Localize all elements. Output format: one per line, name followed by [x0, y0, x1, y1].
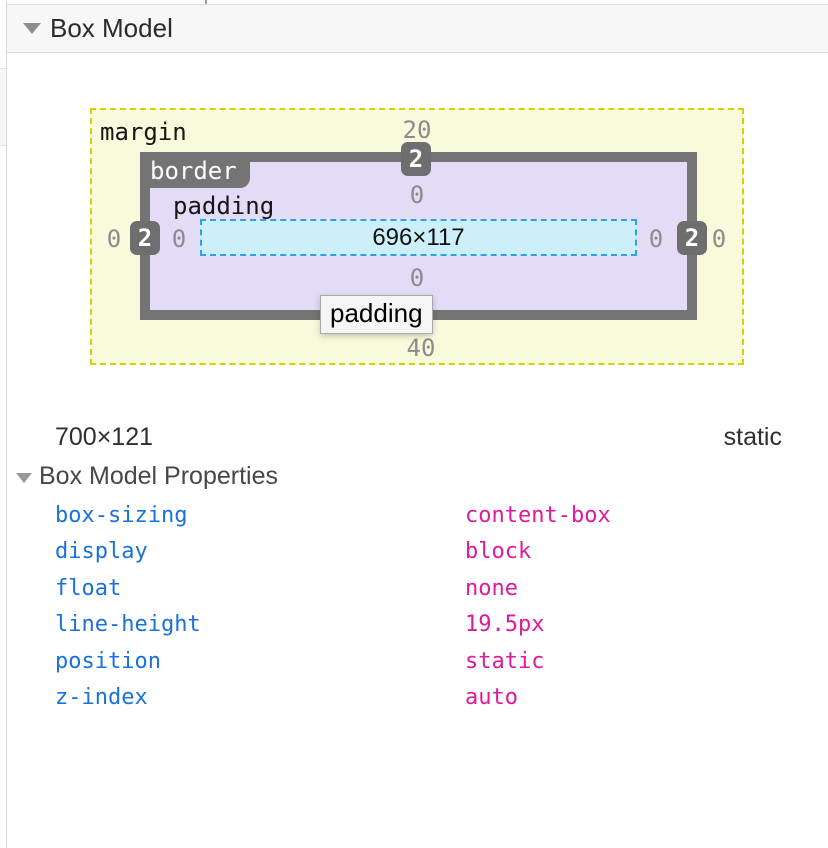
property-row[interactable]: position static — [55, 643, 785, 680]
properties-list: box-sizing content-box display block flo… — [55, 497, 785, 716]
node-position: static — [723, 423, 782, 451]
property-name: display — [55, 539, 148, 565]
property-row[interactable]: float none — [55, 570, 785, 607]
padding-bottom-value[interactable]: 0 — [409, 264, 425, 292]
property-value: static — [465, 648, 545, 674]
margin-left-value[interactable]: 0 — [106, 225, 122, 253]
property-value: block — [465, 539, 532, 565]
node-dimensions: 700×121 — [55, 423, 154, 451]
property-name: box-sizing — [55, 502, 188, 528]
property-value: none — [465, 575, 518, 601]
property-name: position — [55, 648, 161, 674]
content-region[interactable]: 696×117 — [200, 219, 637, 256]
property-name: line-height — [55, 612, 201, 638]
margin-top-value[interactable]: 20 — [402, 116, 432, 144]
property-row[interactable]: display block — [55, 534, 785, 571]
property-row[interactable]: z-index auto — [55, 680, 785, 717]
panel-left-divider — [6, 0, 7, 848]
margin-bottom-value[interactable]: 40 — [406, 334, 436, 362]
property-value: content-box — [465, 502, 611, 528]
property-name: float — [55, 575, 122, 601]
property-row[interactable]: line-height 19.5px — [55, 607, 785, 644]
hover-tooltip: padding — [320, 295, 433, 334]
chevron-down-icon[interactable] — [23, 23, 41, 34]
chevron-down-icon[interactable] — [16, 473, 32, 483]
padding-label: padding — [173, 192, 275, 220]
margin-right-value[interactable]: 0 — [711, 225, 727, 253]
margin-label: margin — [100, 118, 187, 146]
box-model-properties-header[interactable]: Box Model Properties — [16, 462, 278, 491]
property-value: auto — [465, 685, 518, 711]
property-value: 19.5px — [465, 612, 545, 638]
border-top-badge[interactable]: 2 — [401, 142, 431, 176]
border-left-badge[interactable]: 2 — [130, 221, 160, 255]
border-label: border — [140, 152, 250, 188]
padding-right-value[interactable]: 0 — [648, 225, 664, 253]
box-model-section-header[interactable]: Box Model — [7, 4, 828, 53]
border-right-badge[interactable]: 2 — [677, 221, 707, 255]
section-title: Box Model — [50, 13, 173, 43]
padding-left-value[interactable]: 0 — [171, 225, 187, 253]
property-row[interactable]: box-sizing content-box — [55, 497, 785, 534]
properties-section-title: Box Model Properties — [39, 462, 279, 490]
adjacent-panel-fragment — [0, 68, 6, 146]
top-divider-tick — [205, 0, 207, 5]
property-name: z-index — [55, 685, 148, 711]
content-size-label: 696×117 — [372, 223, 465, 251]
padding-top-value[interactable]: 0 — [409, 181, 425, 209]
